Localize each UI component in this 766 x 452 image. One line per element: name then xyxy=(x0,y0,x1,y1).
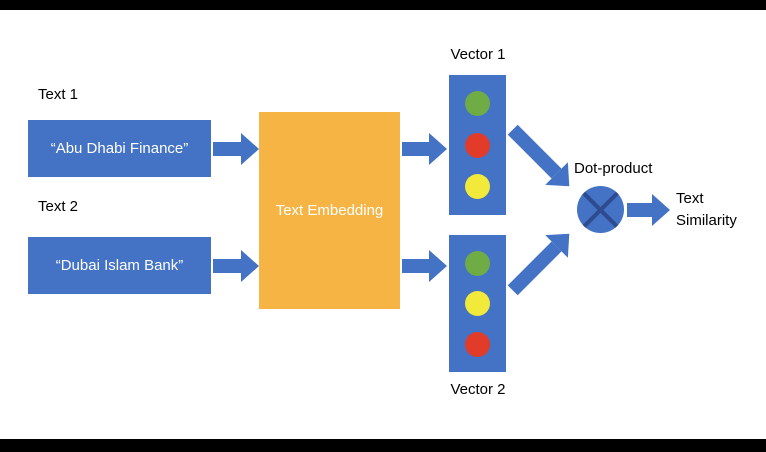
arrow-head-icon xyxy=(241,250,259,282)
arrow-shaft xyxy=(627,203,652,217)
arrow-embedding-to-vector2 xyxy=(402,250,447,282)
text-embedding-label: Text Embedding xyxy=(275,202,384,219)
text1-label: Text 1 xyxy=(38,86,79,103)
letterbox-bottom xyxy=(0,439,766,452)
text1-value: “Abu Dhabi Finance” xyxy=(50,140,189,157)
vector1-dot-2 xyxy=(465,132,490,158)
arrow-head-icon xyxy=(241,133,259,165)
arrow-text1-to-embedding xyxy=(213,133,259,165)
vector2-box xyxy=(449,235,506,372)
arrow-dotproduct-to-output xyxy=(627,194,670,226)
arrow-head-icon xyxy=(652,194,670,226)
arrow-text2-to-embedding xyxy=(213,250,259,282)
vector1-dot-3 xyxy=(465,173,490,199)
arrow-embedding-to-vector1 xyxy=(402,133,447,165)
vector1-box xyxy=(449,75,506,215)
output-label: Text Similarity xyxy=(676,188,737,232)
vector2-dot-1 xyxy=(465,250,490,276)
vector1-dot-1 xyxy=(465,91,490,117)
vector2-dot-2 xyxy=(465,291,490,316)
output-line2: Similarity xyxy=(676,212,737,229)
arrow-head-icon xyxy=(429,250,447,282)
output-line1: Text xyxy=(676,190,704,207)
vector2-label: Vector 2 xyxy=(450,381,506,398)
arrow-head-icon xyxy=(429,133,447,165)
text2-value: “Dubai Islam Bank” xyxy=(55,257,184,274)
arrow-shaft xyxy=(402,259,429,273)
text1-box: “Abu Dhabi Finance” xyxy=(28,120,211,177)
arrow-vector2-to-dotproduct xyxy=(501,222,581,301)
arrow-shaft xyxy=(507,124,562,179)
arrow-shaft xyxy=(213,259,241,273)
letterbox-top xyxy=(0,0,766,10)
text2-label: Text 2 xyxy=(38,198,79,215)
dot-product-node-icon xyxy=(577,186,624,233)
arrow-vector1-to-dotproduct xyxy=(501,118,581,198)
arrow-shaft xyxy=(507,241,562,296)
text2-box: “Dubai Islam Bank” xyxy=(28,237,211,294)
vector2-dot-3 xyxy=(465,331,490,357)
dot-product-label: Dot-product xyxy=(574,160,653,177)
text-embedding-box: Text Embedding xyxy=(259,112,400,309)
vector1-label: Vector 1 xyxy=(450,46,506,63)
arrow-shaft xyxy=(402,142,429,156)
arrow-shaft xyxy=(213,142,241,156)
